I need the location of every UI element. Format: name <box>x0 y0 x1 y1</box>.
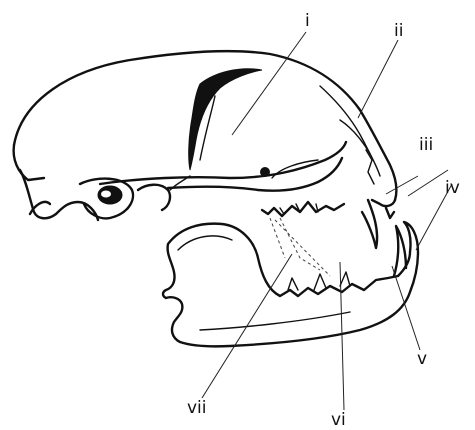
leader-vii <box>202 254 292 398</box>
leader-v <box>392 266 420 350</box>
muscle-lines <box>270 218 330 276</box>
label-i: i <box>305 11 310 31</box>
leader-lines <box>202 32 452 410</box>
leader-i <box>232 32 306 135</box>
snout-outline <box>372 200 395 206</box>
upper-tooth-row <box>262 202 344 216</box>
leader-ii <box>358 40 398 118</box>
cranium-drawing <box>14 51 397 220</box>
label-v: v <box>417 349 427 369</box>
dashed-line-3 <box>280 218 320 270</box>
leader-iv-a <box>408 170 448 196</box>
upper-incisors <box>386 208 394 218</box>
upper-teeth <box>262 200 394 248</box>
mandible-coronoid-inner <box>178 236 232 250</box>
label-vi: vi <box>331 410 346 430</box>
auditory-meatus-highlight <box>101 191 111 198</box>
mastoid-process <box>138 185 170 210</box>
orbit-rim <box>189 69 262 170</box>
label-iii: iii <box>419 135 433 155</box>
leader-iii <box>386 176 418 194</box>
label-ii: ii <box>394 21 403 41</box>
occipital-outline <box>14 145 44 180</box>
mandible-drawing <box>163 222 418 346</box>
zygomatic-arch <box>100 142 346 184</box>
leader-vi <box>340 262 344 410</box>
upper-canine <box>362 200 377 248</box>
label-iv: iv <box>445 178 460 198</box>
label-vii: vii <box>187 398 207 418</box>
mandible-canal <box>200 312 350 330</box>
infraorbital-foramen <box>261 168 270 177</box>
